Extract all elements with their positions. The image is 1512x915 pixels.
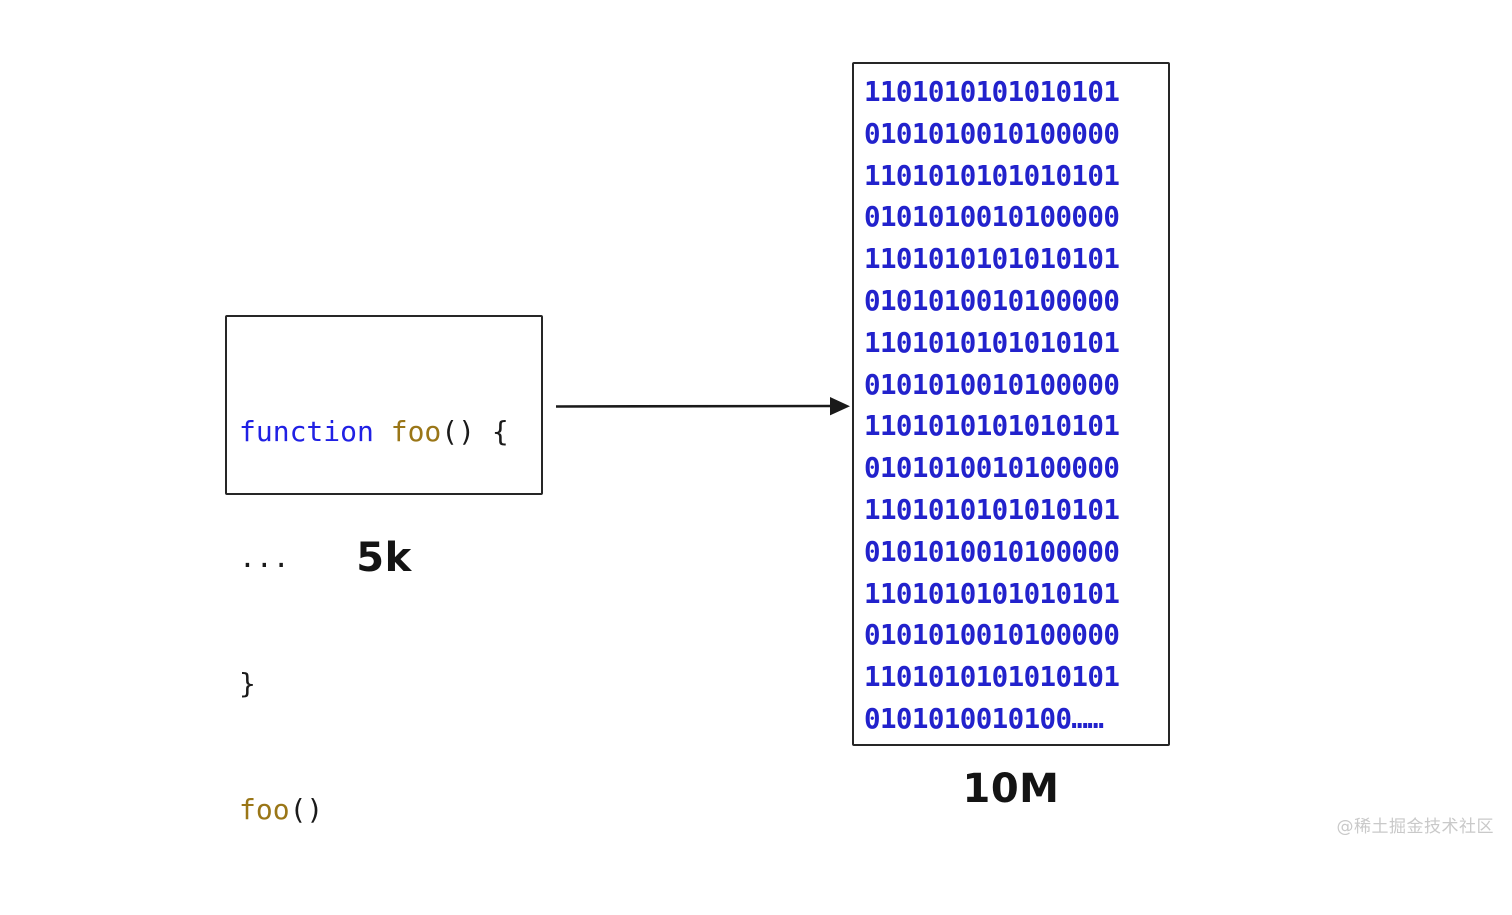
- diagram-canvas: function foo() { ... } foo() 5k 11010101…: [225, 62, 1494, 837]
- binary-line: 0101010010100000: [864, 201, 1120, 234]
- binary-line: 0101010010100000: [864, 368, 1120, 401]
- code-punctuation-open: () {: [441, 415, 509, 448]
- binary-line: 0101010010100000: [864, 535, 1120, 568]
- code-line-4: foo(): [239, 789, 537, 831]
- source-code-box: function foo() { ... } foo(): [225, 315, 543, 826]
- binary-line: 0101010010100000: [864, 452, 1120, 485]
- binary-size-label: 10M: [962, 766, 1060, 812]
- binary-line: 0101010010100000: [864, 284, 1120, 317]
- code-ellipsis: ...: [239, 541, 290, 574]
- binary-line: 1101010101010101: [864, 159, 1120, 192]
- code-line-2: ...: [239, 537, 537, 579]
- code-function-name-foo: foo: [390, 415, 442, 448]
- binary-line: 1101010101010101: [864, 577, 1120, 610]
- binary-line: 1101010101010101: [864, 493, 1120, 526]
- binary-line: 1101010101010101: [864, 243, 1120, 276]
- binary-output-box: 1101010101010101 0101010010100000 110101…: [852, 62, 1170, 746]
- binary-line: 0101010010100000: [864, 619, 1120, 652]
- binary-line: 1101010101010101: [864, 76, 1120, 108]
- code-space: [374, 415, 391, 448]
- source-code-lines: function foo() { ... } foo(): [239, 327, 537, 915]
- code-closing-brace: }: [239, 667, 256, 700]
- binary-line: 1101010101010101: [864, 326, 1120, 359]
- binary-line: 1101010101010101: [864, 410, 1120, 443]
- code-call-parens: (): [289, 793, 324, 826]
- watermark-text: @稀土掘金技术社区: [1336, 817, 1494, 837]
- binary-line: 0101010010100……: [864, 702, 1104, 735]
- binary-output-lines: 1101010101010101 0101010010100000 110101…: [864, 72, 1166, 741]
- code-line-3: }: [239, 663, 537, 705]
- binary-line: 0101010010100000: [864, 117, 1120, 150]
- code-keyword-function: function: [239, 415, 374, 448]
- code-call-foo: foo: [239, 793, 290, 826]
- code-line-1: function foo() {: [239, 411, 537, 453]
- source-size-label: 5k: [356, 535, 412, 581]
- compile-arrow-icon: [556, 397, 850, 416]
- binary-line: 1101010101010101: [864, 661, 1120, 694]
